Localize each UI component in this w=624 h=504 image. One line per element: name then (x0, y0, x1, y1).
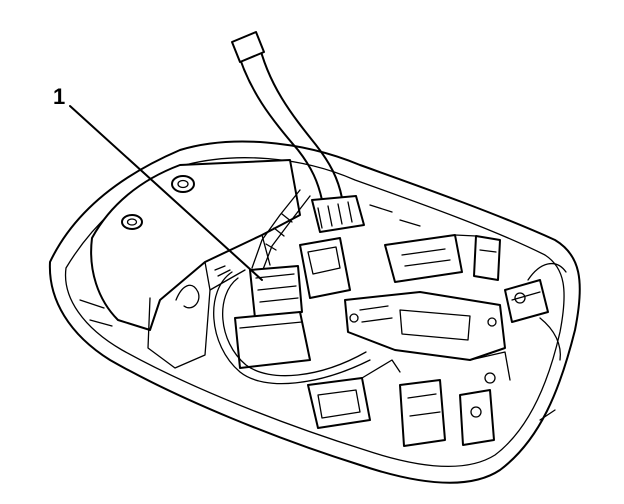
housing-shell (48, 140, 581, 484)
lower-mount (307, 359, 401, 429)
callout-leader-1 (69, 105, 263, 281)
wire-harness (231, 31, 343, 273)
wire-loop (213, 271, 371, 385)
lower-right-mounts (399, 351, 511, 447)
actuator-connector (234, 265, 311, 369)
upper-connector (299, 195, 365, 299)
right-bracket (384, 234, 501, 283)
heater-board (344, 291, 506, 361)
motor-shroud (90, 159, 301, 369)
shell-details (79, 204, 556, 421)
right-clip (504, 262, 567, 361)
callout-label-1: 1 (53, 84, 66, 109)
